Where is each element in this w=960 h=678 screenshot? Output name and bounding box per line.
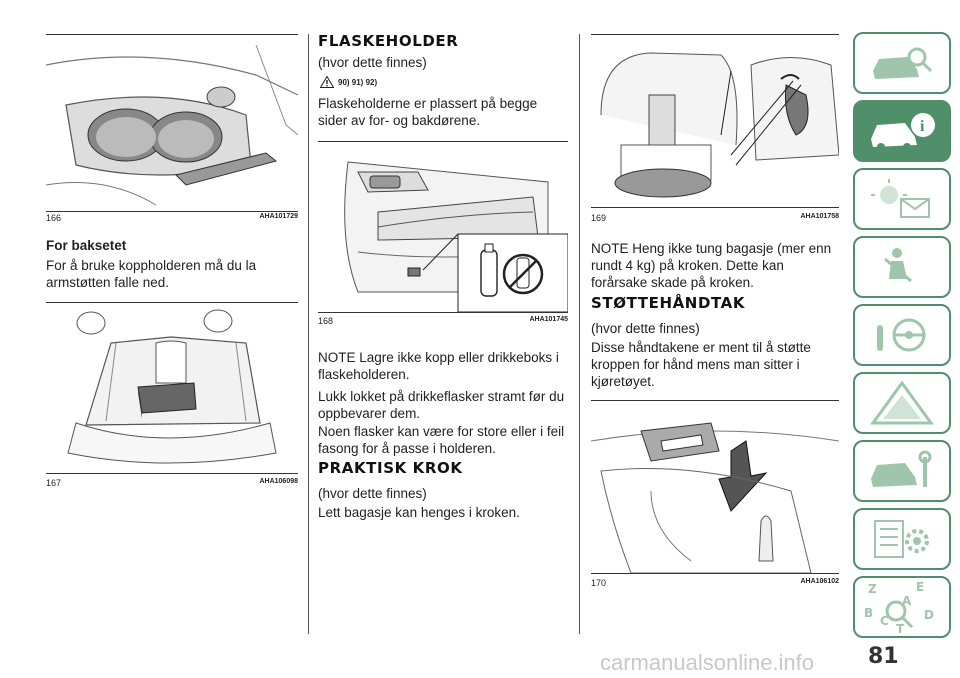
index-letter: E [916,580,924,594]
figure-code: AHA106102 [800,578,839,585]
door-bottle-holder-illustration [318,142,568,312]
cupholder-illustration [46,35,298,211]
figure-number: 170 [591,578,607,588]
rear-seat-paragraph: For å bruke koppholderen må du la armstø… [46,258,257,290]
bottle-holder-paragraph: Flaskeholderne er plassert på begge side… [318,96,538,128]
chapter-tab-emergency[interactable] [853,372,951,434]
availability-note: (hvor dette finnes) [318,55,427,70]
figure-169-caption: 169 AHA101758 [591,213,839,223]
figure-number: 168 [318,316,334,326]
figure-code: AHA101729 [259,213,298,220]
index-letter: Z [868,582,877,596]
svg-text:i: i [920,118,925,135]
chapter-tab-car-search[interactable] [853,32,951,94]
specs-gear-icon [874,520,929,558]
availability-note: (hvor dette finnes) [591,321,700,336]
section-heading-bottle-holder: FLASKEHOLDER [318,32,459,50]
figure-170-caption: 170 AHA106102 [591,578,839,588]
warning-references: 90) 91) 92) [320,76,377,88]
rear-seat-illustration [46,303,298,473]
steering-key-icon [877,318,926,352]
hazard-triangle-icon [870,381,934,425]
warning-light-icon [871,179,930,218]
column-divider [308,34,309,634]
chapter-tab-maintenance[interactable] [853,440,951,502]
car-service-icon [871,450,932,487]
warning-triangle-icon [320,76,334,88]
availability-note: (hvor dette finnes) [318,486,427,501]
figure-code: AHA106098 [259,478,298,485]
figure-169 [591,34,839,208]
index-letter: C [880,614,889,628]
bottle-size-paragraph: Noen flasker kan være for store eller i … [318,424,565,456]
chapter-tab-car-info[interactable]: i [853,100,951,162]
chapter-tab-technical-data[interactable] [853,508,951,570]
index-letter: A [902,594,912,608]
figure-code: AHA101758 [800,213,839,220]
chapter-tab-safety[interactable] [853,236,951,298]
figure-167 [46,302,298,474]
figure-number: 167 [46,478,62,488]
grab-handle-paragraph: Disse håndtakene er ment til å støtte kr… [591,340,811,389]
note-no-cups: NOTE Lagre ikke kopp eller drikkeboks i … [318,350,559,382]
index-magnifier-icon: Z E A B C D T [864,580,934,635]
section-heading-practical-hook: PRAKTISK KROK [318,459,463,477]
figure-number: 166 [46,213,62,223]
section-heading-rear-seat: For baksetet [46,238,127,253]
index-letter: D [924,608,934,622]
grab-handle-illustration [591,401,839,573]
car-search-icon [873,47,933,79]
figure-166 [46,34,298,212]
car-info-icon: i [871,113,935,151]
hook-paragraph: Lett bagasje kan henges i kroken. [318,505,520,520]
reference-numbers: 90) 91) 92) [338,77,378,87]
column-divider [579,34,580,634]
figure-170 [591,400,839,574]
figure-code: AHA101745 [529,316,568,323]
watermark: carmanualsonline.info [600,650,815,675]
airbag-icon [884,248,912,283]
index-letter: T [896,622,905,635]
figure-168-caption: 168 AHA101745 [318,316,568,326]
chapter-tab-index[interactable]: Z E A B C D T [853,576,951,638]
figure-168 [318,141,568,313]
note-heavy-luggage: NOTE Heng ikke tung bagasje (mer enn run… [591,241,832,290]
close-lid-paragraph: Lukk lokket på drikkeflasker stramt før … [318,389,565,421]
page-number: 81 [868,644,899,669]
section-heading-grab-handle: STØTTEHÅNDTAK [591,294,746,312]
index-letter: B [864,606,873,620]
seat-hook-illustration [591,35,839,207]
chapter-tab-warning-lights[interactable] [853,168,951,230]
figure-167-caption: 167 AHA106098 [46,478,298,488]
figure-number: 169 [591,213,607,223]
figure-166-caption: 166 AHA101729 [46,213,298,223]
chapter-tab-starting-driving[interactable] [853,304,951,366]
